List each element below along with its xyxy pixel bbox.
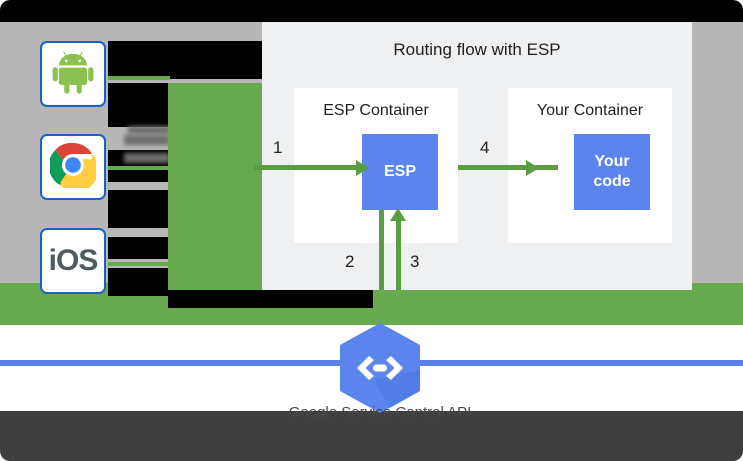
android-icon bbox=[52, 50, 94, 99]
esp-container-label: ESP Container bbox=[323, 102, 429, 119]
esp-node[interactable]: ESP bbox=[362, 134, 438, 210]
page-title: Routing flow with ESP bbox=[393, 40, 561, 59]
your-container-label: Your Container bbox=[536, 102, 644, 119]
your-code-node[interactable]: Your code bbox=[574, 134, 650, 210]
arrow-2-line bbox=[379, 210, 384, 290]
client-tile-ios[interactable]: iOS bbox=[40, 228, 106, 294]
arrow-4-number: 4 bbox=[480, 138, 490, 157]
occluder-block-1 bbox=[108, 41, 263, 79]
occluder-block-5 bbox=[108, 237, 168, 259]
chrome-icon bbox=[48, 142, 99, 193]
arrow-2-number: 2 bbox=[345, 252, 355, 271]
routing-flow-diagram-panel: Routing flow with ESP ESP Container ESP … bbox=[254, 22, 692, 290]
connector-android bbox=[108, 76, 170, 80]
connector-chrome bbox=[108, 166, 170, 170]
ios-icon: iOS bbox=[48, 244, 99, 277]
occluder-smudge-1 bbox=[128, 126, 170, 134]
your-code-label: Your code bbox=[593, 153, 631, 190]
arrow-4-head bbox=[526, 160, 539, 176]
occluder-block-7 bbox=[168, 290, 373, 308]
esp-container-box: ESP Container ESP bbox=[294, 88, 458, 243]
client-tile-chrome[interactable] bbox=[40, 134, 106, 200]
arrow-3-head bbox=[390, 208, 406, 221]
top-black-bar bbox=[0, 0, 743, 22]
your-container-box: Your Container Your code bbox=[508, 88, 672, 243]
occluder-smudge-3 bbox=[124, 153, 170, 163]
occluder-block-2 bbox=[108, 83, 168, 127]
arrow-3-number: 3 bbox=[410, 252, 420, 271]
cloud-endpoints-hexagon-icon[interactable] bbox=[338, 322, 422, 414]
occluder-block-4 bbox=[108, 190, 168, 228]
arrow-1-line bbox=[254, 165, 356, 170]
connector-ios bbox=[108, 262, 170, 266]
occluder-smudge-2 bbox=[124, 135, 170, 145]
arrow-1-number: 1 bbox=[273, 138, 283, 157]
endpoints-caption: Google Service Control API bbox=[288, 404, 472, 421]
bottom-dark-bar bbox=[0, 411, 743, 461]
green-flow-block bbox=[168, 83, 262, 290]
arrow-1-head bbox=[356, 160, 369, 176]
arrow-4-line bbox=[458, 165, 558, 170]
arrow-3-line bbox=[396, 220, 401, 290]
client-tile-android[interactable] bbox=[40, 41, 106, 107]
